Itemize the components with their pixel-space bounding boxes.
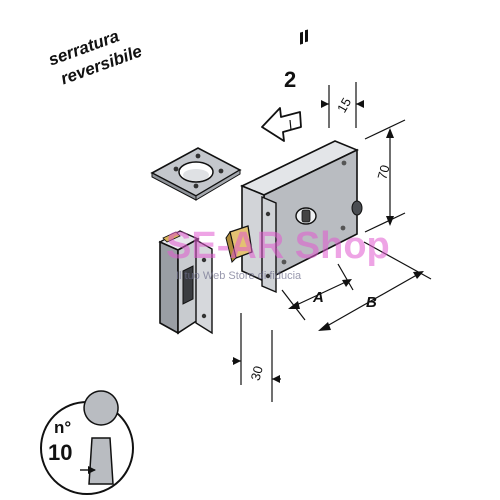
dimension-a-label: A <box>312 289 324 306</box>
key-badge-number: 10 <box>48 440 72 465</box>
key-badge: n° 10 <box>40 390 134 495</box>
keyhole-icon <box>80 390 119 485</box>
dimension-depth: 15 <box>321 82 364 128</box>
dimension-height: 70 <box>364 119 406 233</box>
lock-body <box>240 140 363 294</box>
key-badge-label: n° <box>54 418 71 437</box>
screw-hole <box>265 211 271 217</box>
height-value: 70 <box>374 163 392 181</box>
depth-value: 15 <box>334 95 354 115</box>
screw-hole <box>173 166 179 172</box>
lock-bolt <box>225 225 253 263</box>
dimension-a-b: A B <box>281 241 432 331</box>
caption: serratura reversibile <box>46 26 145 88</box>
screw-hole <box>218 168 224 174</box>
strike-width-value: 30 <box>248 364 266 382</box>
dimension-strike: 30 <box>232 313 281 402</box>
screw-hole <box>201 257 207 263</box>
strike-plate <box>158 230 213 335</box>
screw-hole <box>193 183 199 189</box>
direction-number: 2 <box>284 67 296 92</box>
watermark: SE-AR Shop Il tuo Web Store di fiducia <box>166 225 390 282</box>
watermark-brand: SE-AR Shop <box>166 225 390 267</box>
screw-hole <box>265 273 271 279</box>
screw-hole <box>201 313 207 319</box>
dimension-b-label: B <box>366 294 377 311</box>
mounting-plate <box>150 147 242 201</box>
screw-hole <box>195 153 201 159</box>
watermark-tagline: Il tuo Web Store di fiducia <box>176 270 302 282</box>
arrow-left-icon <box>261 29 308 142</box>
